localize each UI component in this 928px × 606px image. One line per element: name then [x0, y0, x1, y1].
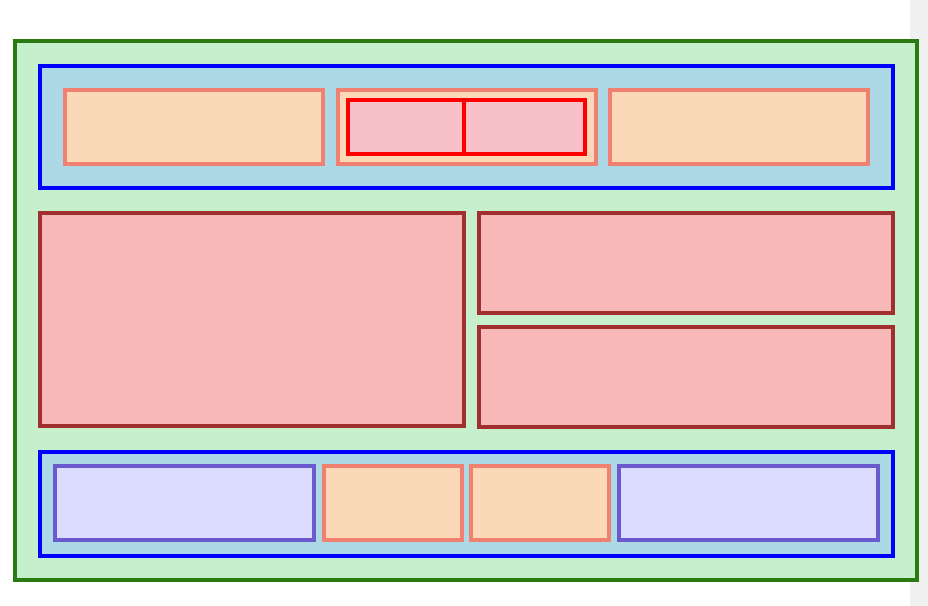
top-left-panel — [63, 88, 325, 166]
middle-right-top-panel — [477, 211, 895, 315]
bottom-panel-4 — [617, 464, 880, 542]
middle-right-bottom-panel — [477, 325, 895, 429]
bottom-panel-1 — [53, 464, 316, 542]
top-middle-inner-right-box — [462, 98, 587, 156]
middle-left-panel — [38, 211, 466, 428]
bottom-panel-2 — [322, 464, 464, 542]
top-middle-inner-left-box — [346, 98, 469, 156]
bottom-panel-3 — [469, 464, 611, 542]
top-right-panel — [608, 88, 870, 166]
